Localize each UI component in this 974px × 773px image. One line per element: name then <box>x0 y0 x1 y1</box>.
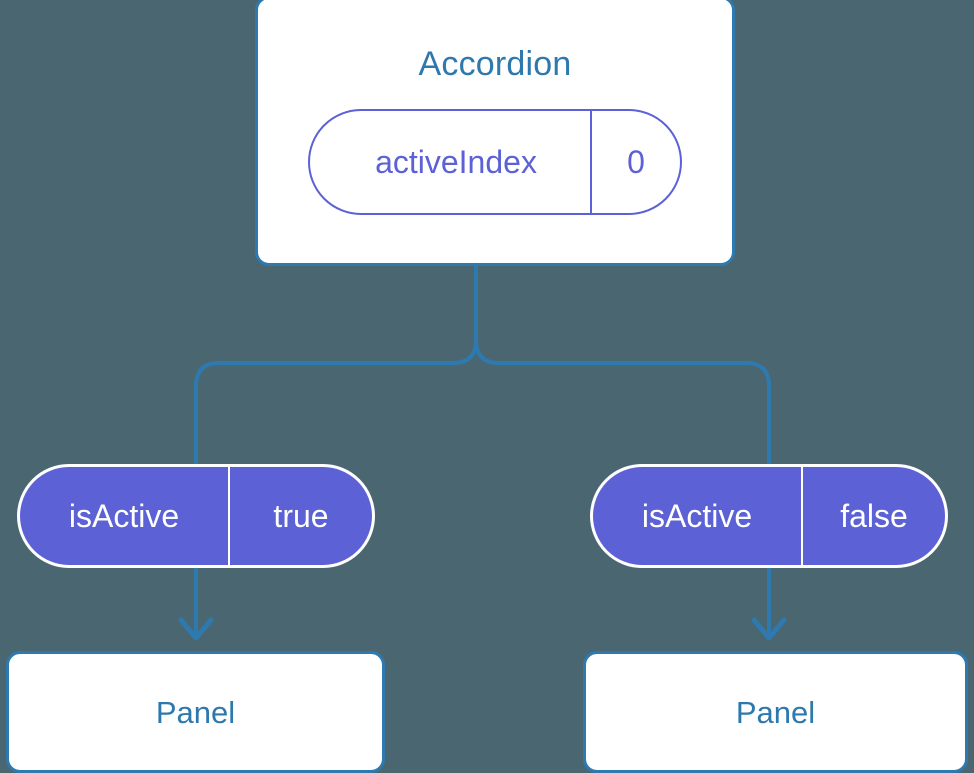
panel-component-card-left[interactable]: Panel <box>6 651 385 773</box>
accordion-title: Accordion <box>418 45 572 83</box>
accordion-state-pill[interactable]: activeIndex 0 <box>308 109 682 215</box>
state-value-label: 0 <box>627 143 645 180</box>
panel-title-right: Panel <box>735 694 816 730</box>
prop-value-label-right: false <box>840 497 908 534</box>
arrow-right-head <box>751 617 787 641</box>
prop-key-label-right: isActive <box>593 467 803 565</box>
panel-title-left: Panel <box>155 694 236 730</box>
connector-split-path-right <box>474 264 771 466</box>
accordion-component-card[interactable]: Accordion activeIndex 0 <box>255 0 735 266</box>
prop-pill-right[interactable]: isActive false <box>590 464 948 568</box>
prop-pill-left[interactable]: isActive true <box>17 464 375 568</box>
state-key-label: activeIndex <box>310 111 592 213</box>
panel-component-card-right[interactable]: Panel <box>583 651 968 773</box>
prop-value-label-left: true <box>273 497 329 534</box>
prop-key-label-left: isActive <box>20 467 230 565</box>
arrow-left-head <box>178 617 214 641</box>
connector-split-path <box>194 264 478 466</box>
